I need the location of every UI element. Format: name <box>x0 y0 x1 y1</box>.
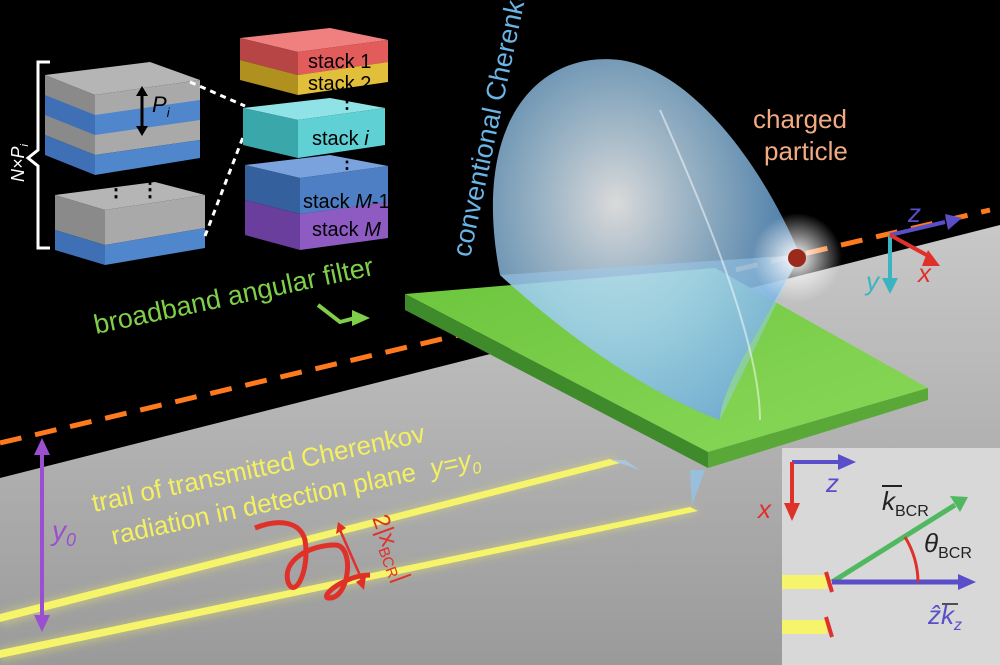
dots-block-2: ⋮ <box>140 179 160 201</box>
charged-label-2: particle <box>764 136 848 166</box>
inset-x-label: x <box>756 494 772 524</box>
trail-lower <box>0 507 698 658</box>
stack-i-var: i <box>364 128 369 150</box>
inset-z-label: z <box>825 468 839 498</box>
period-sub: i <box>167 105 171 120</box>
svg-text:ẑkz: ẑkz <box>927 600 962 634</box>
stack-1-label: stack 1 <box>308 51 371 73</box>
main-axes <box>882 214 962 294</box>
svg-text:kBCR: kBCR <box>882 486 929 520</box>
theta-sub: BCR <box>938 545 972 562</box>
stack-m1-var: M <box>355 191 372 213</box>
stack-m1-label: stack <box>303 191 355 213</box>
stack-m1-suffix: -1 <box>372 191 390 213</box>
axis-y-label: y <box>864 266 881 296</box>
intensity-profile <box>254 520 371 601</box>
cherenkov-trails <box>0 458 700 662</box>
theta-label: θ <box>924 528 938 558</box>
stack-i-label: stack <box>312 128 364 150</box>
svg-text:stack M-1: stack M-1 <box>303 191 390 213</box>
stack-column <box>240 28 388 250</box>
y0-arrow <box>34 438 50 632</box>
charged-particle <box>788 249 806 267</box>
k-label: k <box>882 486 897 516</box>
dots-stack-1: ⋮ <box>338 92 356 112</box>
inset-panel <box>782 448 1000 665</box>
svg-text:stack M: stack M <box>312 219 381 241</box>
period-label: P <box>152 92 167 117</box>
charged-label-1: charged <box>753 104 847 134</box>
zhat-sub: z <box>953 617 962 634</box>
filter-label: broadband angular filter <box>91 251 376 340</box>
zhat-label: ẑk <box>927 600 956 630</box>
y0-sub: 0 <box>66 530 76 550</box>
k-sub: BCR <box>895 503 929 520</box>
stack-m-label: stack <box>312 219 364 241</box>
nxp-label: N×P <box>8 146 28 182</box>
svg-text:N×Pi: N×Pi <box>8 143 31 182</box>
stack-2-label: stack 2 <box>308 73 371 95</box>
svg-text:stack i: stack i <box>312 128 369 150</box>
nxp-sub: i <box>19 143 31 146</box>
filter-pointer-head <box>352 310 370 326</box>
axis-z-label: z <box>907 198 921 228</box>
svg-text:y0: y0 <box>50 515 76 550</box>
svg-text:θBCR: θBCR <box>924 528 972 562</box>
svg-text:Pi: Pi <box>152 92 171 120</box>
dots-block-1: ⋮ <box>106 179 126 201</box>
cherenkov-cone <box>492 59 800 421</box>
filter-pointer <box>316 303 356 325</box>
trail-upper <box>0 459 620 622</box>
trail-eq-sub: 0 <box>471 460 483 478</box>
stack-m-var: M <box>364 219 381 241</box>
y0-label: y <box>50 515 68 546</box>
multilayer-blocks <box>25 60 247 265</box>
dots-stack-2: ⋮ <box>338 152 356 172</box>
axis-x-label: x <box>916 258 932 288</box>
